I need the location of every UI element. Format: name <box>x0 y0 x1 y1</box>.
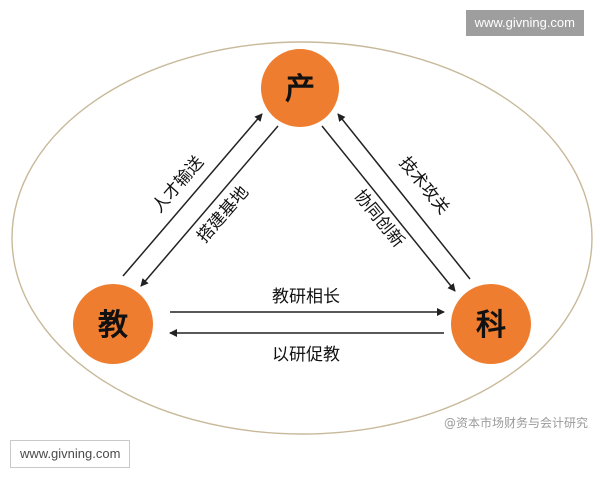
label-jishu-gongguan: 技术攻关 <box>395 153 453 218</box>
label-yiyan-cujiao: 以研促教 <box>272 345 340 365</box>
label-rencai-shusong: 人才输送 <box>148 152 208 216</box>
watermark-bottom: www.givning.com <box>10 440 131 468</box>
arrow-right-inner <box>321 125 456 292</box>
node-jiao: 教 <box>73 284 153 364</box>
node-chan: 产 <box>261 49 339 127</box>
node-ke: 科 <box>451 284 531 364</box>
outer-ellipse <box>11 41 593 435</box>
node-jiao-label: 教 <box>98 308 128 343</box>
source-credit: @资本市场财务与会计研究 <box>443 416 588 430</box>
arrow-left-inner <box>140 125 279 287</box>
arrow-left-outer <box>122 113 263 277</box>
watermark-top: www.givning.com <box>465 10 584 36</box>
node-chan-label: 产 <box>285 72 315 107</box>
arrow-right-outer <box>337 113 471 280</box>
node-ke-label: 科 <box>476 308 506 343</box>
label-jiaoyan-xiangzhang: 教研相长 <box>272 287 340 307</box>
